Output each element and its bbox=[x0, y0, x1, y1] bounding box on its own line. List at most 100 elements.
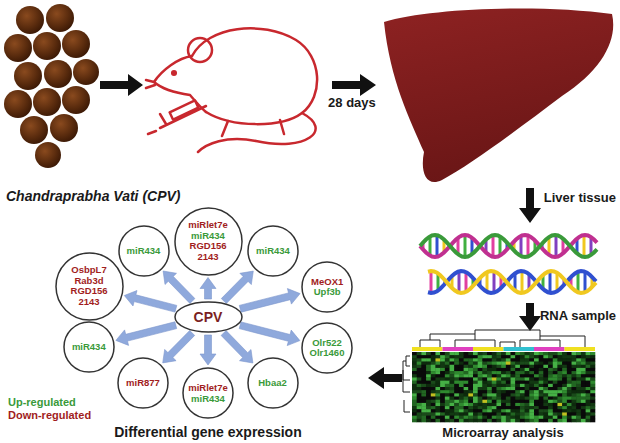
heatmap-cell bbox=[562, 365, 567, 368]
heatmap-cell bbox=[478, 409, 483, 412]
heatmap-cell bbox=[450, 381, 455, 384]
heatmap-cell bbox=[464, 406, 469, 409]
expression-arrow bbox=[124, 291, 177, 313]
heatmap-cell bbox=[576, 409, 581, 412]
heatmap-cell bbox=[431, 358, 436, 361]
heatmap-cell bbox=[534, 409, 539, 412]
heatmap-cell bbox=[534, 374, 539, 377]
heatmap-strip bbox=[473, 347, 504, 351]
legend-color: Down-regulated bbox=[8, 409, 91, 421]
heatmap-cell bbox=[426, 374, 431, 377]
heatmap-cell bbox=[459, 377, 464, 380]
heatmap-cell bbox=[478, 355, 483, 358]
heatmap-cell bbox=[492, 374, 497, 377]
heatmap-cell bbox=[478, 368, 483, 371]
flow-arrow bbox=[368, 367, 402, 389]
node-border bbox=[118, 358, 168, 408]
heatmap-cell bbox=[473, 387, 478, 390]
heatmap-cell bbox=[468, 390, 473, 393]
heatmap-cell bbox=[543, 409, 548, 412]
heatmap-cell bbox=[534, 393, 539, 396]
heatmap-cell bbox=[567, 358, 572, 361]
heatmap-cell bbox=[459, 393, 464, 396]
heatmap-cell bbox=[459, 409, 464, 412]
heatmap-cell bbox=[468, 355, 473, 358]
heatmap-cell bbox=[431, 412, 436, 415]
heatmap-cell bbox=[590, 406, 595, 409]
gene-circle: miRlet7emiR434RGD156 2143 bbox=[174, 207, 243, 276]
heatmap-cell bbox=[482, 390, 487, 393]
heatmap-cell bbox=[421, 400, 426, 403]
heatmap-cell bbox=[412, 374, 417, 377]
heatmap-cell bbox=[501, 419, 506, 422]
heatmap-cell bbox=[548, 406, 553, 409]
heatmap-cell bbox=[417, 412, 422, 415]
heatmap-cell bbox=[525, 400, 530, 403]
heatmap-cell bbox=[553, 362, 558, 365]
heatmap-cell bbox=[525, 355, 530, 358]
heatmap-cell bbox=[534, 384, 539, 387]
heatmap-cell bbox=[581, 409, 586, 412]
base-pair bbox=[436, 235, 439, 257]
heatmap-cell bbox=[501, 416, 506, 419]
heatmap-cell bbox=[511, 387, 516, 390]
heatmap bbox=[403, 330, 595, 422]
heatmap-cell bbox=[496, 409, 501, 412]
heatmap-cell bbox=[506, 412, 511, 415]
heatmap-cell bbox=[539, 400, 544, 403]
heatmap-cell bbox=[529, 397, 534, 400]
base-pair bbox=[555, 235, 558, 257]
heatmap-cell bbox=[539, 412, 544, 415]
heatmap-cell bbox=[454, 406, 459, 409]
node-content: Olr522Olr1460 bbox=[310, 337, 345, 358]
heatmap-cell bbox=[440, 403, 445, 406]
heatmap-cell bbox=[417, 368, 422, 371]
heatmap-cell bbox=[586, 384, 591, 387]
heatmap-cell bbox=[562, 384, 567, 387]
heatmap-cell bbox=[548, 390, 553, 393]
heatmap-cell bbox=[473, 419, 478, 422]
heatmap-cell bbox=[567, 365, 572, 368]
heatmap-cell bbox=[417, 355, 422, 358]
heatmap-cell bbox=[487, 406, 492, 409]
heatmap-cell bbox=[492, 352, 497, 355]
heatmap-cell bbox=[506, 368, 511, 371]
gene-name: miRlet7e bbox=[188, 383, 228, 394]
heatmap-cell bbox=[435, 397, 440, 400]
heatmap-cell bbox=[496, 416, 501, 419]
heatmap-cell bbox=[487, 397, 492, 400]
heatmap-cell bbox=[454, 416, 459, 419]
heatmap-cell bbox=[454, 362, 459, 365]
heatmap-cell bbox=[557, 409, 562, 412]
heatmap-cell bbox=[586, 387, 591, 390]
node-content: miRlet7emiR434 bbox=[188, 383, 228, 404]
heatmap-cell bbox=[435, 412, 440, 415]
heatmap-cell bbox=[553, 358, 558, 361]
heatmap-cell bbox=[468, 365, 473, 368]
heatmap-cell bbox=[478, 377, 483, 380]
heatmap-cell bbox=[525, 387, 530, 390]
heatmap-cell bbox=[590, 365, 595, 368]
heatmap-cell bbox=[539, 374, 544, 377]
heatmap-cell bbox=[464, 374, 469, 377]
heatmap-cell bbox=[543, 416, 548, 419]
heatmap-cell bbox=[557, 368, 562, 371]
heatmap-cell bbox=[412, 390, 417, 393]
heatmap-cell bbox=[496, 412, 501, 415]
heatmap-cell bbox=[501, 387, 506, 390]
heatmap-cell bbox=[468, 377, 473, 380]
heatmap-cell bbox=[543, 377, 548, 380]
heatmap-cell bbox=[445, 403, 450, 406]
heatmap-cell bbox=[435, 419, 440, 422]
heatmap-cell bbox=[548, 403, 553, 406]
heatmap-cell bbox=[431, 390, 436, 393]
heatmap-cell bbox=[492, 400, 497, 403]
heatmap-cell bbox=[445, 362, 450, 365]
heatmap-cell bbox=[482, 384, 487, 387]
heatmap-cell bbox=[539, 387, 544, 390]
expression-arrow bbox=[163, 331, 195, 363]
heatmap-cell bbox=[511, 362, 516, 365]
legend-text: Down-regulated bbox=[8, 409, 91, 421]
gene-name: RGD156 2143 bbox=[66, 286, 112, 307]
expression-arrow bbox=[221, 271, 253, 303]
